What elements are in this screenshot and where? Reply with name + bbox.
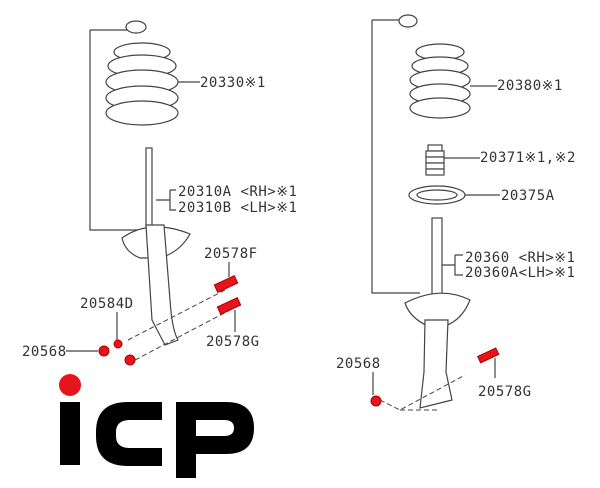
label-20578G-left: 20578G: [206, 334, 260, 350]
right-coil-spring: [409, 43, 471, 119]
left-bracket-line: [89, 30, 140, 231]
bolt-20578F: [213, 275, 239, 293]
bolt-20578G-right: [477, 347, 500, 364]
label-20568-right: 20568: [336, 356, 381, 372]
label-20568-left: 20568: [22, 344, 67, 360]
washer-20584D: [113, 339, 123, 349]
logo-c: [96, 402, 162, 466]
logo-p: [176, 402, 254, 478]
nut-20568-left: [98, 345, 110, 357]
label-20371: 20371※1,※2: [480, 150, 576, 166]
label-20578G-right: 20578G: [478, 384, 532, 400]
label-20578F: 20578F: [204, 246, 258, 262]
bolt-20578G-left: [216, 297, 242, 315]
label-20360A: 20360A<LH>※1: [465, 265, 575, 281]
label-20380: 20380※1: [497, 78, 563, 94]
left-coil-spring: [105, 42, 179, 126]
logo-dot: [59, 374, 81, 396]
label-20584D: 20584D: [80, 296, 134, 312]
left-strut-assembly: [66, 20, 242, 366]
label-20375A: 20375A: [501, 188, 555, 204]
left-top-mount: [125, 20, 147, 34]
right-strut-body: [419, 319, 453, 409]
logo-i: [60, 402, 80, 465]
label-20360: 20360 <RH>※1: [465, 250, 575, 266]
icp-logo: [59, 374, 254, 478]
left-strut-body: [145, 224, 179, 346]
label-20310A: 20310A <RH>※1: [178, 184, 297, 200]
left-piston-rod: [145, 147, 153, 229]
right-strut-assembly: [370, 14, 500, 411]
right-bump-stop: [425, 144, 445, 176]
right-piston-rod: [431, 217, 443, 299]
label-20310B: 20310B <LH>※1: [178, 200, 297, 216]
nut-20568-right: [370, 395, 382, 407]
label-20330: 20330※1: [200, 75, 266, 91]
right-top-mount: [398, 14, 418, 28]
